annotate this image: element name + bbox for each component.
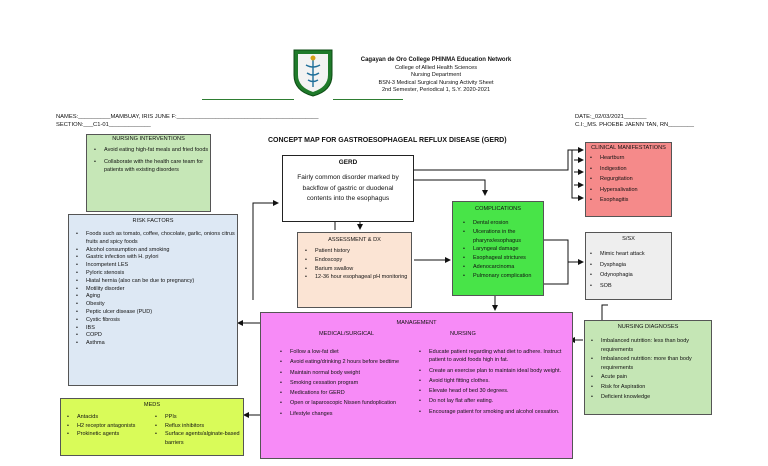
list-item: Encourage patient for smoking and alcoho… — [419, 408, 572, 417]
network-name: Cagayan de Oro College PHINMA Education … — [360, 57, 512, 63]
assessment-title: ASSESSMENT & DX — [328, 237, 381, 243]
list-item: Peptic ulcer disease (PUD) — [76, 309, 237, 317]
risk-factors-title: RISK FACTORS — [132, 218, 174, 224]
list-item: Surface agents/alginate-based barriers — [155, 430, 243, 447]
header-rule-right — [333, 99, 403, 100]
list-item: Avoid tight fitting clothes. — [419, 377, 572, 386]
semester-text: 2nd Semester, Periodical 1, S.Y. 2020-20… — [381, 87, 491, 94]
management-box: MANAGEMENT MEDICAL/SURGICAL NURSING Foll… — [260, 312, 573, 459]
list-item: Patient history — [305, 248, 411, 256]
list-item: Deficient knowledge — [591, 393, 711, 402]
list-item: Indigestion — [590, 164, 671, 175]
list-item: Esophageal strictures — [463, 254, 543, 263]
list-item: Open or laparoscopic Nissen fundoplicati… — [280, 399, 410, 408]
list-item: Imbalanced nutrition: more than body req… — [591, 355, 711, 372]
nursing-diagnoses-title: NURSING DIAGNOSES — [617, 324, 679, 330]
list-item: Elevate head of bed 30 degrees. — [419, 387, 572, 396]
college-name: College of Allied Health Sciences — [394, 64, 478, 71]
list-item: Motility disorder — [76, 286, 237, 294]
medical-surgical-title: MEDICAL/SURGICAL — [319, 331, 375, 337]
gerd-box: GERD Fairly common disorder marked by ba… — [282, 155, 414, 222]
list-item: COPD — [76, 332, 237, 340]
list-item: Collaborate with the health care team fo… — [94, 159, 210, 175]
clinical-manifestations-box: CLINICAL MANIFESTATIONS Heartburn Indige… — [585, 142, 672, 217]
list-item: Risk for Aspiration — [591, 383, 711, 392]
list-item: Heartburn — [590, 153, 671, 164]
list-item: Smoking cessation program — [280, 379, 410, 388]
list-item: Maintain normal body weight — [280, 369, 410, 378]
meds-box: MEDS Antacids H2 receptor antagonists Pr… — [60, 398, 244, 456]
list-item: Adenocarcinoma — [463, 263, 543, 272]
list-item: Odynophagia — [590, 270, 671, 281]
list-item: Aging — [76, 293, 237, 301]
sheet-title: BSN-3 Medical Surgical Nursing Activity … — [378, 79, 494, 86]
list-item: Foods such as tomato, coffee, chocolate,… — [76, 231, 237, 247]
list-item: Barium swallow — [305, 266, 411, 274]
list-item: Dental erosion — [463, 219, 543, 228]
list-item: Esophagitis — [590, 195, 671, 206]
list-item: 12-36 hour esophageal pH monitoring — [305, 274, 411, 282]
list-item: IBS — [76, 325, 237, 333]
list-item: Laryngeal damage — [463, 245, 543, 254]
list-item: Hypersalivation — [590, 185, 671, 196]
section-field: SECTION:___C1-01_____________ — [56, 122, 151, 128]
list-item: Lifestyle changes — [280, 410, 410, 419]
nursing-diagnoses-box: NURSING DIAGNOSES Imbalanced nutrition: … — [584, 320, 712, 415]
list-item: Alcohol consumption and smoking — [76, 247, 237, 255]
nursing-interventions-box: NURSING INTERVENTIONS Avoid eating high-… — [86, 134, 211, 212]
list-item: Obesity — [76, 301, 237, 309]
list-item: Imbalanced nutrition: less than body req… — [591, 337, 711, 354]
list-item: Regurgitation — [590, 174, 671, 185]
list-item: Do not lay flat after eating. — [419, 397, 572, 406]
list-item: Asthma — [76, 340, 237, 348]
list-item: Antacids — [67, 413, 161, 422]
gerd-description: Fairly common disorder marked by backflo… — [297, 174, 399, 202]
ci-field: C.I:_MS. PHOEBE JAENN TAN, RN________ — [575, 122, 694, 128]
list-item: PPIs — [155, 413, 243, 422]
list-item: Prokinetic agents — [67, 430, 161, 439]
management-title: MANAGEMENT — [396, 320, 437, 326]
ssx-title: S/SX — [622, 236, 635, 242]
list-item: Gastric infection with H. pylori — [76, 254, 237, 262]
list-item: Follow a low-fat diet — [280, 348, 410, 357]
assessment-box: ASSESSMENT & DX Patient history Endoscop… — [297, 232, 412, 308]
list-item: Pulmonary complication — [463, 272, 543, 281]
ssx-box: S/SX Mimic heart attack Dysphagia Odynop… — [585, 232, 672, 300]
nursing-interventions-title: NURSING INTERVENTIONS — [112, 136, 185, 142]
school-header: Cagayan de Oro College PHINMA Education … — [331, 57, 541, 95]
clinical-manifestations-title: CLINICAL MANIFESTATIONS — [591, 145, 666, 151]
gerd-title: GERD — [338, 159, 358, 166]
list-item: Create an exercise plan to maintain idea… — [419, 367, 572, 376]
date-field: DATE:_02/03/2021_______ — [575, 114, 647, 120]
list-item: Medications for GERD — [280, 389, 410, 398]
college-seal-logo — [293, 49, 333, 97]
names-field: NAMES:__________MAMBUAY, IRIS JUNE F:___… — [56, 114, 319, 120]
complications-box: COMPLICATIONS Dental erosion Ulcerations… — [452, 201, 544, 296]
meds-title: MEDS — [143, 402, 161, 408]
list-item: SOB — [590, 281, 671, 292]
list-item: Cystic fibrosis — [76, 317, 237, 325]
list-item: Educate patient regarding what diet to a… — [419, 348, 572, 365]
list-item: Ulcerations in the pharynx/esophagus — [463, 228, 543, 246]
list-item: Mimic heart attack — [590, 249, 671, 260]
concept-map-title: CONCEPT MAP FOR GASTROESOPHAGEAL REFLUX … — [268, 137, 507, 144]
list-item: Dysphagia — [590, 260, 671, 271]
list-item: H2 receptor antagonists — [67, 422, 161, 431]
list-item: Pyloric stenosis — [76, 270, 237, 278]
list-item: Reflux inhibitors — [155, 422, 243, 431]
complications-title: COMPLICATIONS — [475, 206, 521, 212]
list-item: Endoscopy — [305, 257, 411, 265]
header-rule-left — [202, 99, 294, 100]
list-item: Avoid eating high-fat meals and fried fo… — [94, 147, 210, 155]
department-name: Nursing Department — [410, 72, 462, 79]
list-item: Hiatal hernia (also can be due to pregna… — [76, 278, 237, 286]
list-item: Avoid eating/drinking 2 hours before bed… — [280, 358, 410, 367]
nursing-title: NURSING — [450, 331, 476, 337]
risk-factors-box: RISK FACTORS Foods such as tomato, coffe… — [68, 214, 238, 386]
list-item: Acute pain — [591, 373, 711, 382]
list-item: Incompetent LES — [76, 262, 237, 270]
